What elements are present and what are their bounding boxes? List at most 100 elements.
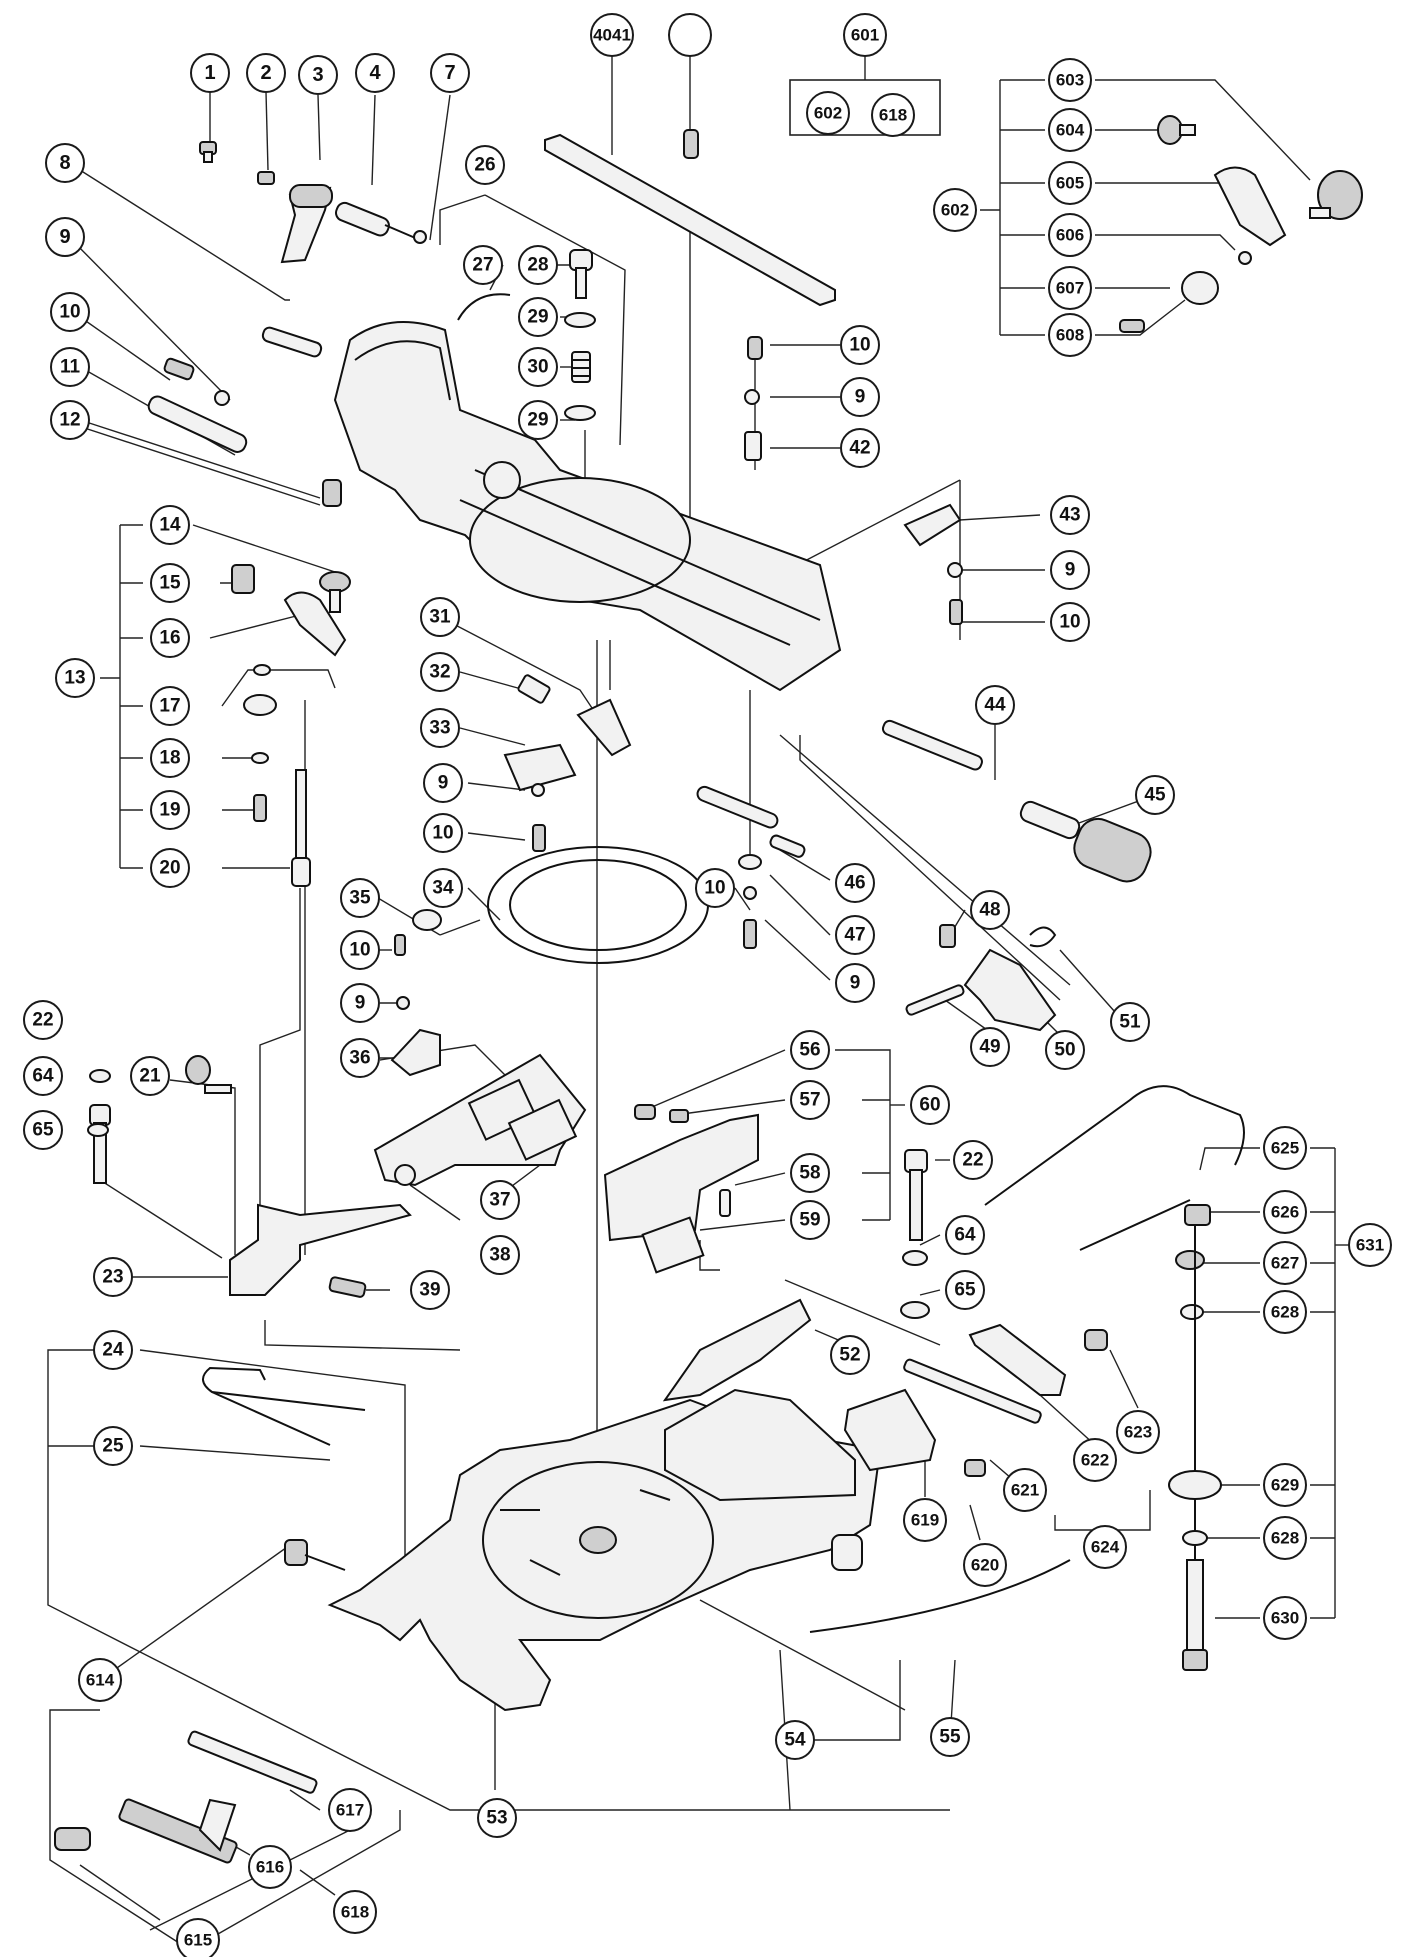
part-washer-9 [214, 390, 230, 406]
callout-627: 627 [1263, 1241, 1307, 1285]
svg-text:55: 55 [939, 1727, 961, 1748]
part-plate-43 [903, 503, 962, 547]
svg-text:618: 618 [341, 1903, 369, 1922]
part-plate-55 [809, 1559, 1071, 1633]
part-wing-615 [54, 1827, 91, 1851]
part-plate-33 [503, 743, 577, 792]
svg-text:8: 8 [59, 152, 70, 174]
part-plate-629 [1168, 1470, 1222, 1500]
callout-626: 626 [1263, 1190, 1307, 1234]
svg-text:43: 43 [1059, 505, 1080, 526]
part-screw-608 [1119, 319, 1145, 333]
svg-text:10: 10 [432, 823, 453, 844]
callout-602a: 602 [806, 91, 850, 135]
part-hold-down-625 [984, 1085, 1245, 1206]
svg-text:607: 607 [1056, 279, 1084, 298]
callout-45: 45 [1135, 775, 1175, 815]
svg-text:626: 626 [1271, 1203, 1299, 1222]
svg-text:11: 11 [60, 357, 81, 378]
svg-text:64: 64 [954, 1225, 976, 1246]
part-washer-65a [87, 1123, 109, 1137]
callout-619: 619 [903, 1498, 947, 1542]
svg-text:605: 605 [1056, 174, 1084, 193]
svg-text:60: 60 [919, 1095, 940, 1116]
part-shaft-11 [147, 395, 248, 453]
part-washer-43 [947, 562, 963, 578]
part-arm-16 [283, 591, 347, 657]
part-screw-56 [634, 1104, 656, 1120]
callout-59: 59 [790, 1200, 830, 1240]
callout-33: 33 [420, 708, 460, 748]
svg-text:9: 9 [855, 387, 866, 408]
svg-text:37: 37 [489, 1190, 510, 1211]
part-pin-49 [905, 984, 965, 1016]
svg-text:36: 36 [349, 1048, 370, 1069]
svg-text:602: 602 [941, 201, 969, 220]
callout-19: 19 [150, 790, 190, 830]
callout-13: 13 [55, 658, 95, 698]
callout-11: 11 [50, 347, 90, 387]
svg-text:27: 27 [472, 255, 493, 276]
callout-7: 7 [430, 53, 470, 93]
callout-50: 50 [1045, 1030, 1085, 1070]
part-bolt-22b [904, 1149, 928, 1241]
part-knob-623 [1084, 1329, 1108, 1351]
svg-text:623: 623 [1124, 1423, 1152, 1442]
part-knob-604 [1157, 115, 1196, 145]
callout-618b: 618 [333, 1890, 377, 1934]
svg-text:28: 28 [527, 255, 548, 276]
part-fence-60 [603, 1113, 759, 1274]
part-spring-clip-27 [457, 293, 511, 321]
part-bolt-10f [743, 919, 757, 949]
callout-54: 54 [775, 1720, 815, 1760]
part-rail-617 [187, 1730, 318, 1794]
part-cap-607 [1181, 271, 1219, 305]
callout-607: 607 [1048, 266, 1092, 310]
svg-text:32: 32 [429, 662, 450, 683]
callout-621: 621 [1003, 1468, 1047, 1512]
callout-30: 30 [518, 347, 558, 387]
callout-14: 14 [150, 505, 190, 545]
callout-9b: 9 [423, 763, 463, 803]
svg-text:21: 21 [139, 1066, 161, 1087]
part-screw-top [683, 129, 699, 159]
part-bolt-19 [253, 794, 267, 822]
callout-17: 17 [150, 686, 190, 726]
callout-10b: 10 [423, 813, 463, 853]
part-upper-arm [333, 321, 842, 692]
svg-text:34: 34 [432, 878, 454, 899]
callout-602b: 602 [933, 188, 977, 232]
part-pin-58 [719, 1189, 731, 1217]
svg-text:56: 56 [799, 1040, 820, 1061]
part-pin-46 [696, 785, 779, 829]
part-lever-50 [963, 948, 1057, 1032]
svg-text:621: 621 [1011, 1481, 1039, 1500]
svg-text:50: 50 [1054, 1040, 1075, 1061]
callout-43: 43 [1050, 495, 1090, 535]
svg-text:29: 29 [527, 307, 548, 328]
part-spring-30 [571, 351, 591, 383]
part-foot-54 [831, 1534, 863, 1571]
svg-text:64: 64 [32, 1066, 54, 1087]
svg-text:622: 622 [1081, 1451, 1109, 1470]
svg-text:45: 45 [1144, 785, 1166, 806]
part-bar-4041 [544, 133, 836, 307]
callout-35: 35 [340, 878, 380, 918]
callout-65b: 65 [945, 1270, 985, 1310]
part-fence-52 [662, 1298, 856, 1502]
part-knob-14 [319, 571, 351, 613]
svg-text:7: 7 [444, 62, 455, 84]
part-nut-627 [1175, 1250, 1205, 1270]
callout-620: 620 [963, 1543, 1007, 1587]
part-bolt-43 [949, 599, 963, 625]
svg-text:39: 39 [419, 1280, 440, 1301]
part-fence-23 [229, 1203, 412, 1296]
svg-text:15: 15 [159, 573, 181, 594]
callout-49: 49 [970, 1027, 1010, 1067]
callout-617: 617 [328, 1788, 372, 1832]
part-washer-9b [531, 783, 545, 797]
callout-9: 9 [45, 217, 85, 257]
svg-text:48: 48 [979, 900, 1000, 921]
part-bolt-614 [284, 1539, 346, 1571]
